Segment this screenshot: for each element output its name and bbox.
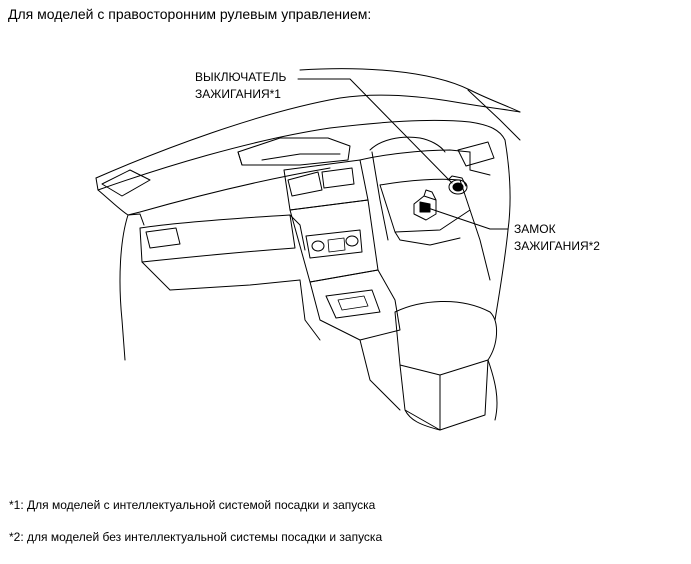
windshield-lower (299, 68, 521, 113)
ignition-lock-label: ЗАМОК ЗАЖИГАНИЯ*2 (514, 221, 600, 255)
dashboard-top-edge (95, 94, 521, 179)
footnote-1: *1: Для моделей с интеллектуальной систе… (9, 498, 376, 512)
pillar-right (467, 89, 521, 141)
steering-column-area (379, 178, 471, 233)
switch-leader-line (297, 78, 453, 184)
ignition-lock-label-line1: ЗАМОК (514, 222, 556, 236)
left-defroster-vent (101, 169, 151, 197)
diagram-heading: Для моделей с правосторонним рулевым упр… (8, 6, 372, 22)
ignition-switch-part (447, 175, 468, 195)
center-console (309, 269, 401, 341)
shifter-area (325, 289, 381, 319)
climate-panel (305, 229, 363, 259)
ignition-lock-label-line2: ЗАЖИГАНИЯ*2 (514, 239, 600, 253)
lock-leader-line (427, 207, 509, 230)
dashboard-top-rear (95, 127, 331, 191)
armrest (394, 300, 497, 376)
ignition-switch-label-line1: ВЫКЛЮЧАТЕЛЬ (195, 70, 287, 84)
ignition-lock-part (413, 189, 437, 221)
glove-box (139, 214, 296, 263)
left-lower-vent (145, 227, 181, 249)
center-vent-left (287, 171, 323, 197)
ignition-switch-label: ВЫКЛЮЧАТЕЛЬ ЗАЖИГАНИЯ*1 (195, 69, 286, 103)
center-top-pod (237, 137, 351, 166)
ignition-switch-label-line2: ЗАЖИГАНИЯ*1 (195, 87, 281, 101)
center-vent-right (321, 167, 355, 189)
footnote-2: *2: для моделей без интеллектуальной сис… (9, 530, 383, 544)
instrument-hood (369, 136, 446, 153)
right-dash-vent (457, 141, 495, 167)
